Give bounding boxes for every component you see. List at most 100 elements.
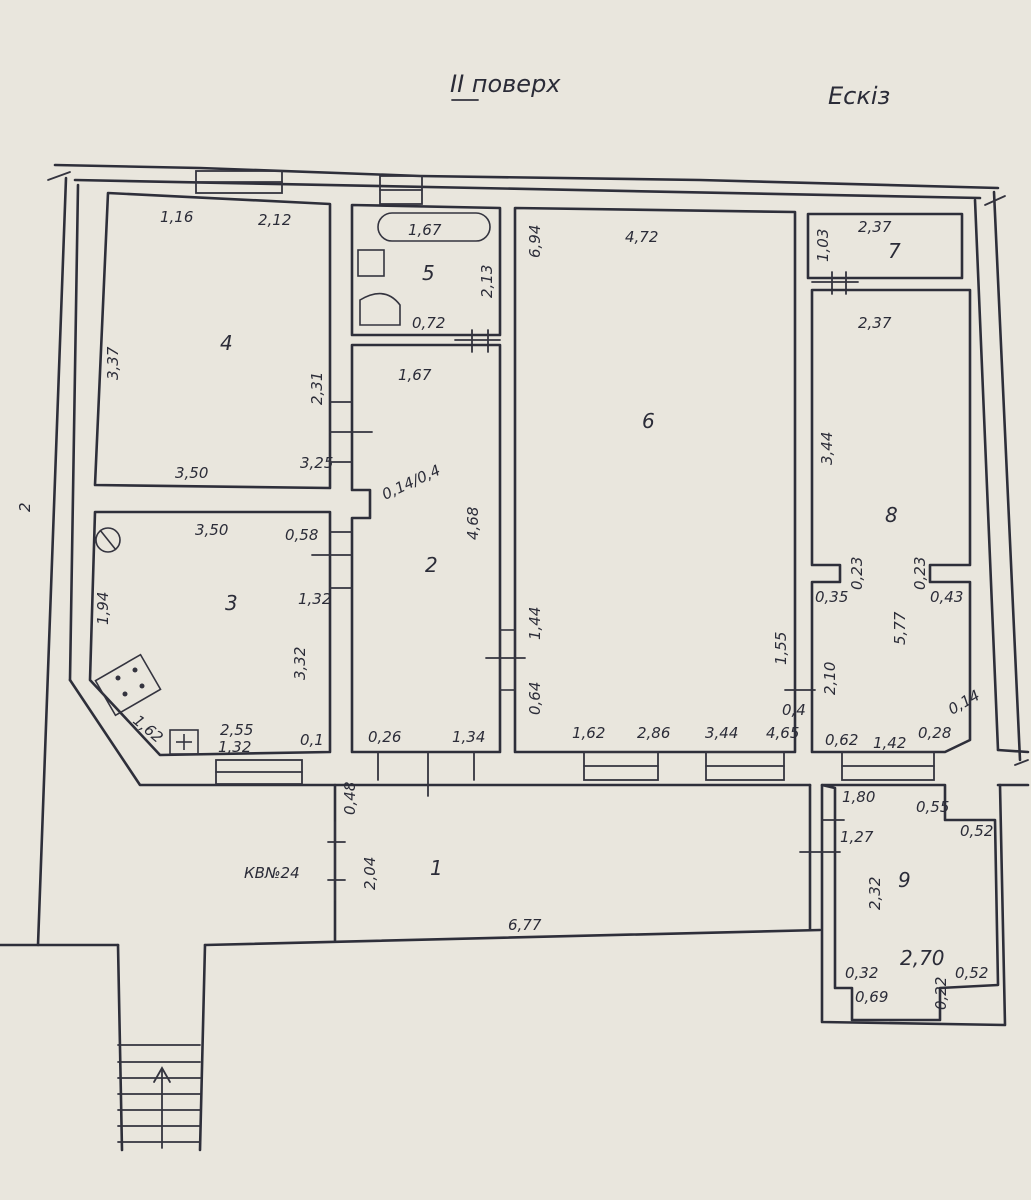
- window: [215, 759, 303, 785]
- dimension-label: 2,04: [361, 857, 379, 890]
- dimension-label: 0,55: [916, 798, 949, 816]
- dimension-label: 0,26: [368, 728, 401, 746]
- dimension-label: 0,48: [341, 782, 359, 815]
- apartment-label: КВ№24: [244, 864, 300, 882]
- dimension-label: 1,55: [772, 632, 790, 665]
- dimension-label: 0,23: [848, 557, 866, 590]
- dimension-label: 1,67: [408, 221, 442, 239]
- room-8: 8 2,37 3,44 0,23 0,35 0,23 0,43 5,77 2,1…: [810, 288, 983, 754]
- dimension-label: 2,32: [866, 877, 884, 910]
- dimension-label: 3,50: [195, 521, 228, 539]
- side-mark: 2: [16, 502, 34, 512]
- window: [705, 751, 785, 781]
- room-number: 2: [425, 553, 438, 577]
- dimension-label: 1,16: [160, 208, 193, 226]
- dimension-label: 0,72: [412, 314, 445, 332]
- room-number: 7: [888, 239, 901, 263]
- room-number: 3: [225, 591, 238, 615]
- dimension-label: 1,34: [452, 728, 485, 746]
- dimension-label: 0,28: [918, 724, 951, 742]
- toilet-icon: [359, 292, 401, 326]
- dimension-label: 4,72: [625, 228, 658, 246]
- washbasin-icon: [357, 249, 385, 277]
- dimension-label: 0,22: [932, 977, 950, 1010]
- room-number: 1: [430, 856, 443, 880]
- room-6: 6 4,72 6,94 1,44 0,64 1,55 0,4 1,62 2,86…: [513, 206, 806, 754]
- room-number: 9: [898, 868, 911, 892]
- dimension-label: 0,43: [930, 588, 963, 606]
- room-2: 2 1,67 0,14/0,4 4,68 0,26 1,34: [350, 343, 502, 754]
- dimension-label: 1,42: [873, 734, 906, 752]
- dimension-label: 2,70: [900, 946, 945, 970]
- doors-room-2: [311, 401, 475, 797]
- doors-room-6: [485, 629, 816, 691]
- bathtub-icon: [377, 212, 491, 242]
- staircase: [117, 1044, 201, 1149]
- dimension-label: 1,67: [398, 366, 432, 384]
- stair-arrow-icon: [153, 1066, 171, 1083]
- sketch-label: Ескіз: [828, 82, 890, 110]
- room-7: 7 2,37 1,03: [806, 212, 964, 280]
- dimension-label: 1,94: [94, 592, 112, 625]
- dimension-label: 4,68: [464, 507, 482, 540]
- dimension-label: 1,27: [840, 828, 874, 846]
- dimension-label: 3,37: [104, 346, 122, 380]
- room-number: 5: [422, 261, 435, 285]
- dimension-label: 0,23: [911, 557, 929, 590]
- dimension-label: 3,32: [291, 647, 309, 680]
- room-4: 4 1,16 2,12 3,37 3,50 2,31 3,25: [93, 191, 333, 490]
- room-5: 5 1,67 2,13 0,72: [350, 203, 502, 337]
- dimension-label: 4,65: [766, 724, 799, 742]
- dimension-label: 6,94: [526, 225, 544, 258]
- dimension-label: 0,14/0,4: [379, 461, 443, 504]
- door: [327, 821, 346, 901]
- floor-title: II поверх: [450, 70, 561, 98]
- dimension-label: 1,62: [572, 724, 605, 742]
- window: [841, 751, 935, 781]
- room-number: 8: [885, 503, 898, 527]
- dimension-label: 0,4: [782, 701, 806, 719]
- dimension-label: 3,44: [705, 724, 738, 742]
- dimension-label: 1,44: [526, 607, 544, 640]
- door: [799, 819, 845, 853]
- dimension-label: 2,37: [858, 314, 892, 332]
- dimension-label: 1,03: [814, 229, 832, 262]
- dimension-label: 0,58: [285, 526, 318, 544]
- window: [583, 751, 659, 781]
- dimension-label: 1,32: [298, 590, 331, 608]
- window: [195, 170, 283, 194]
- dimension-label: 5,77: [891, 611, 909, 645]
- dimension-label: 2,10: [821, 662, 839, 695]
- room-number: 4: [220, 331, 233, 355]
- dimension-label: 0,35: [815, 588, 848, 606]
- dimension-label: 0,52: [960, 822, 993, 840]
- dimension-label: 6,77: [508, 916, 542, 934]
- dimension-label: 2,86: [637, 724, 670, 742]
- dimension-label: 3,50: [175, 464, 208, 482]
- dimension-label: 0,69: [855, 988, 888, 1006]
- dimension-label: 0,14: [945, 686, 983, 718]
- dimension-label: 2,31: [308, 372, 326, 405]
- stove-icon: [94, 653, 162, 717]
- dimension-label: 0,62: [825, 731, 858, 749]
- dimension-label: 1,32: [218, 738, 251, 756]
- dimension-label: 2,13: [478, 265, 496, 298]
- outer-walls: [0, 163, 1030, 1152]
- dimension-label: 2,37: [858, 218, 892, 236]
- dimension-label: 2,12: [258, 211, 291, 229]
- room-9: 9 1,80 0,55 0,52 1,27 2,32 2,70 0,32 0,5…: [820, 783, 1007, 1027]
- room-3: 3 3,50 0,58 1,32 1,94 3,32 1,62 2,55 1,3…: [88, 510, 331, 757]
- dimension-label: 3,25: [300, 454, 333, 472]
- dimension-label: 1,80: [842, 788, 875, 806]
- dimension-label: 0,32: [845, 964, 878, 982]
- sink-icon: [169, 729, 199, 755]
- room-1: 1 0,48 2,04 6,77 КВ№24: [244, 782, 812, 942]
- dimension-label: 0,64: [526, 682, 544, 715]
- window: [379, 175, 423, 205]
- dimension-label: 3,44: [818, 432, 836, 465]
- dimension-label: 2,55: [220, 721, 253, 739]
- room-number: 6: [642, 409, 655, 433]
- dimension-label: 0,52: [955, 964, 988, 982]
